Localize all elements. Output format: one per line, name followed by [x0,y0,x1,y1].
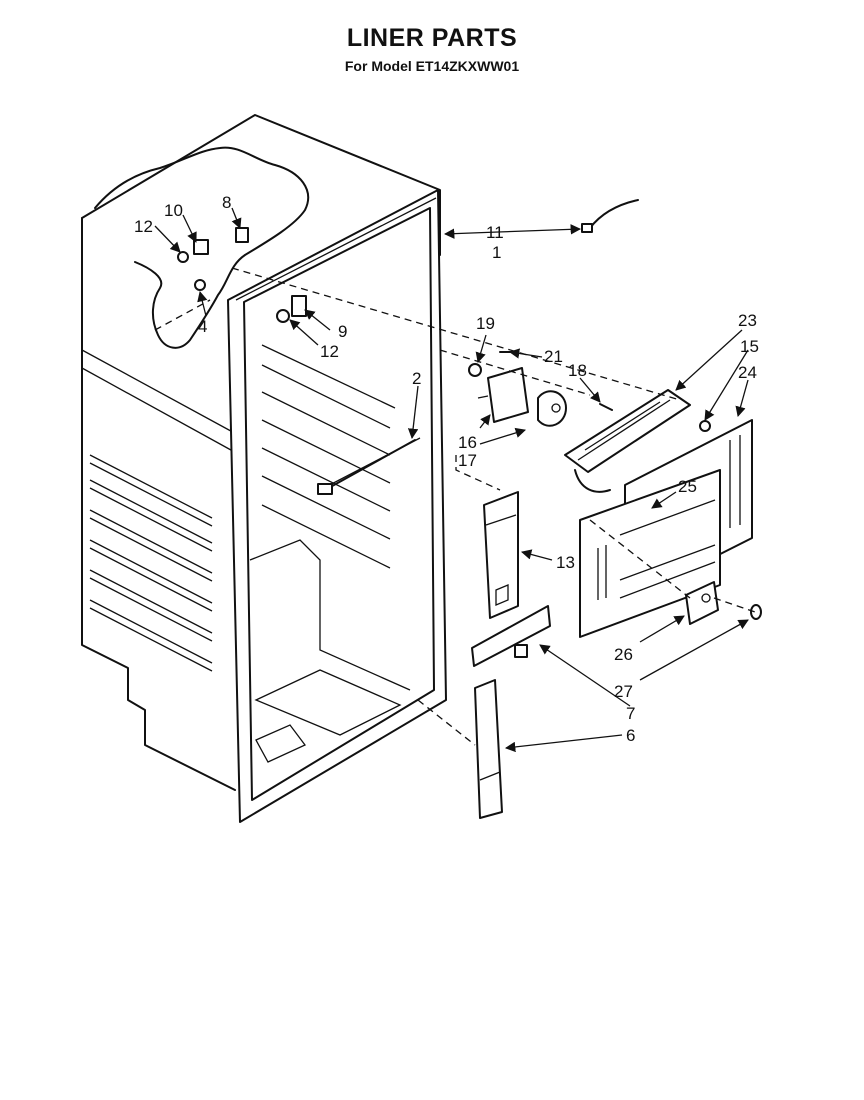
callout-25: 25 [678,477,697,496]
callout-24: 24 [738,363,757,382]
part-10-bracket [193,239,209,255]
part-2-sensor [317,439,416,495]
callout-6: 6 [626,726,635,745]
callout-11: 11 [486,223,504,242]
part-17-fan-blade [537,390,567,427]
callout-18: 18 [568,361,587,380]
callout-7: 7 [626,704,635,723]
part-27-ring [750,604,762,620]
callout-9: 9 [338,322,347,341]
callout-26: 26 [614,645,633,664]
part-16-fan-motor [477,367,529,423]
part-19-grommet [468,363,482,377]
part-9-clip [291,295,307,317]
part-13-duct [483,491,519,619]
callout-1: 1 [492,243,501,262]
callout-13: 13 [556,553,575,572]
part-8-bracket [235,227,249,243]
part-11-wire [581,199,639,233]
part-7-strip [471,605,551,667]
alignment-lines [154,267,756,746]
part-18-screw [599,403,613,411]
callout-19: 19 [476,314,495,333]
callout-27: 27 [614,682,633,701]
callout-23: 23 [738,311,757,330]
callout-12-upper: 12 [134,217,153,236]
callout-21: 21 [544,347,563,366]
part-12-screw-upper [177,251,189,263]
callout-8: 8 [222,193,231,212]
callout-16: 16 [458,433,477,452]
callout-2: 2 [412,369,421,388]
part-23-grille [564,389,691,493]
callout-17: 17 [458,451,477,470]
model-subtitle: For Model ET14ZKXWW01 [344,58,520,74]
callout-10: 10 [164,201,183,220]
page-title: LINER PARTS [346,24,518,52]
leader-lines [154,207,749,753]
callout-15: 15 [740,337,759,356]
callout-labels: 11 1 2 4 6 7 8 9 10 12 12 13 15 16 17 18… [134,193,759,745]
callout-12-lower: 12 [320,342,339,361]
callout-4: 4 [198,317,207,336]
evaporator-panel [579,469,721,638]
part-26-plate [685,581,719,625]
part-12-screw-lower [276,309,290,323]
part-4-screw [194,279,206,291]
cabinet-shell [81,114,441,791]
liner-front-frame [227,189,447,823]
part-15-screw [699,420,711,432]
part-6-duct [474,679,503,819]
